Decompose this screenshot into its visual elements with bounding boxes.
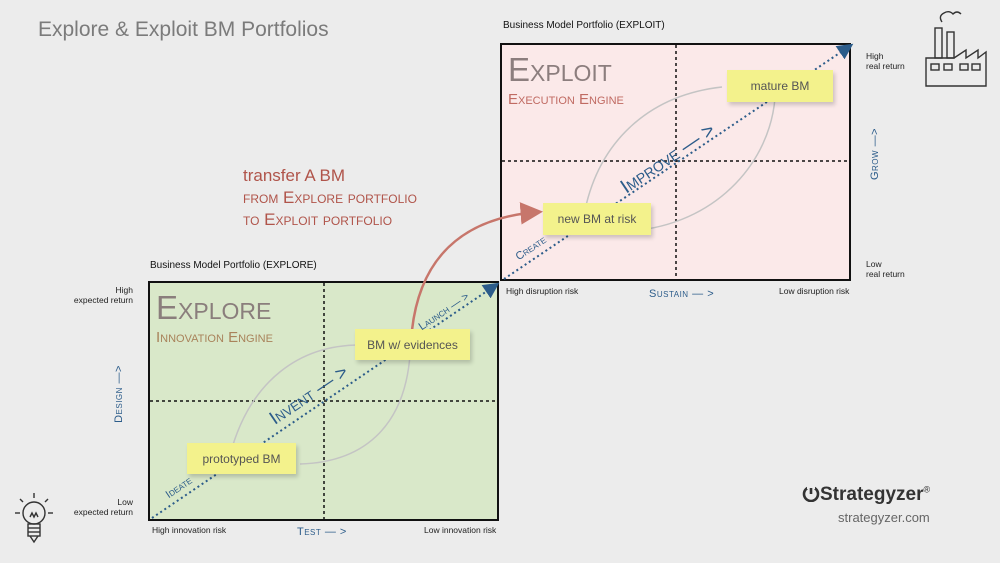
transfer-line-1: transfer A BM bbox=[243, 166, 346, 185]
explore-x-axis-label: Test — > bbox=[297, 526, 347, 538]
transfer-arrow bbox=[410, 202, 543, 331]
explore-diagonal-arrow bbox=[151, 282, 500, 519]
brand-registered-mark: ® bbox=[923, 484, 931, 495]
lightbulb-icon bbox=[15, 493, 53, 544]
sticky-bm-with-evidences: BM w/ evidences bbox=[355, 329, 470, 360]
sticky-new-bm-at-risk: new BM at risk bbox=[543, 203, 651, 235]
exploit-heading: Exploit bbox=[508, 51, 612, 88]
sticky-mature-bm: mature BM bbox=[727, 70, 833, 102]
explore-x-left: High innovation risk bbox=[152, 525, 227, 535]
transfer-line-2: from Explore portfolio bbox=[243, 188, 417, 207]
exploit-flow-curve-upper bbox=[584, 86, 723, 211]
exploit-portfolio-title: Business Model Portfolio (EXPLOIT) bbox=[503, 20, 665, 31]
brand-name: Strategyzer bbox=[820, 484, 924, 505]
strategyzer-logo: Strategyzer® bbox=[802, 484, 930, 508]
exploit-x-right: Low disruption risk bbox=[779, 286, 850, 296]
sticky-prototyped-bm: prototyped BM bbox=[187, 443, 296, 474]
exploit-flow-curve-lower bbox=[639, 97, 776, 231]
factory-icon bbox=[925, 11, 987, 87]
exploit-x-left: High disruption risk bbox=[506, 286, 579, 296]
explore-flow-curve-upper bbox=[229, 344, 361, 456]
explore-x-right: Low innovation risk bbox=[424, 525, 497, 535]
explore-flow-curve-lower bbox=[299, 354, 411, 465]
explore-engine: Innovation Engine bbox=[156, 329, 273, 346]
explore-heading: Explore bbox=[156, 289, 272, 326]
exploit-engine: Execution Engine bbox=[508, 91, 624, 108]
explore-y-low: Low expected return bbox=[73, 497, 133, 517]
exploit-y-low: Low real return bbox=[866, 259, 905, 279]
strategyzer-logo-icon bbox=[802, 484, 820, 508]
page-title: Explore & Exploit BM Portfolios bbox=[38, 18, 329, 41]
explore-y-axis-label: Design —> bbox=[112, 365, 125, 423]
explore-y-high: High expected return bbox=[73, 285, 133, 305]
brand-url[interactable]: strategyzer.com bbox=[838, 510, 930, 525]
explore-portfolio-title: Business Model Portfolio (EXPLORE) bbox=[150, 260, 317, 271]
exploit-x-axis-label: Sustain — > bbox=[649, 288, 715, 300]
exploit-y-axis-label: Grow —> bbox=[869, 127, 882, 181]
transfer-text: transfer A BM from Explore portfolio to … bbox=[243, 165, 417, 231]
exploit-y-high: High real return bbox=[866, 51, 905, 71]
transfer-line-3: to Exploit portfolio bbox=[243, 210, 393, 229]
